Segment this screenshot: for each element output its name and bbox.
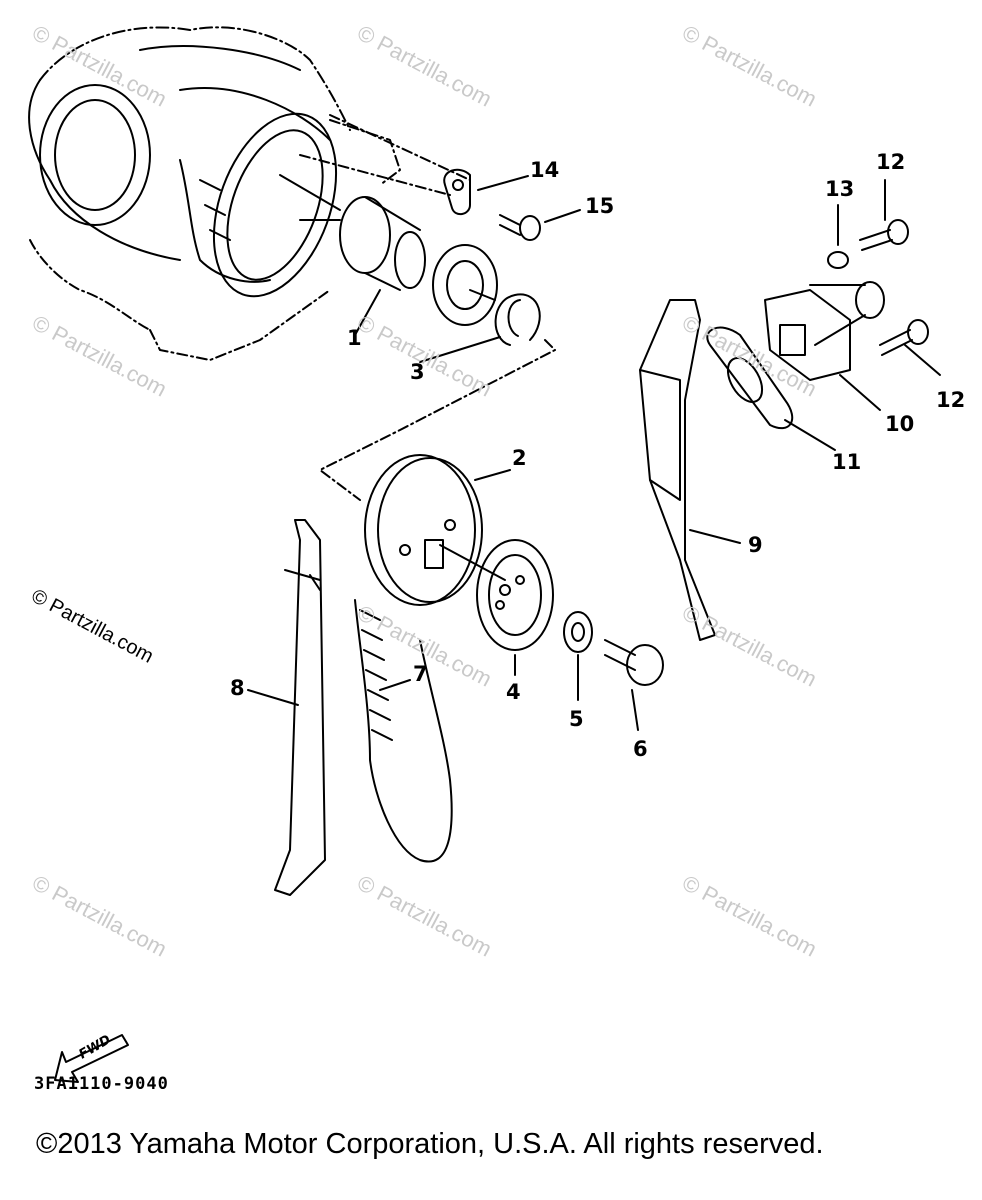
callout-8: 8 bbox=[230, 676, 245, 700]
plate bbox=[443, 168, 471, 216]
callout-15: 15 bbox=[585, 194, 615, 218]
sprocket-plate bbox=[476, 539, 554, 651]
fwd-arrow bbox=[54, 1034, 129, 1083]
chain-guide-8 bbox=[274, 519, 326, 896]
copyright-notice: ©2013 Yamaha Motor Corporation, U.S.A. A… bbox=[36, 1128, 824, 1160]
callout-4: 4 bbox=[506, 680, 521, 704]
callout-1: 1 bbox=[347, 326, 362, 350]
callout-12-top: 12 bbox=[876, 150, 906, 174]
diagram-code: 3FA1110-9040 bbox=[34, 1074, 169, 1094]
callout-13: 13 bbox=[825, 177, 855, 201]
callout-11: 11 bbox=[832, 450, 862, 474]
chain-guide-9 bbox=[639, 299, 716, 641]
bolt-12-top bbox=[859, 229, 893, 251]
camshaft bbox=[279, 174, 498, 326]
cylinder-head bbox=[28, 26, 401, 361]
cam-chain bbox=[354, 599, 453, 863]
bolt-15 bbox=[499, 214, 521, 236]
bolt-12-bottom bbox=[879, 329, 913, 356]
washer bbox=[563, 611, 593, 653]
callout-14: 14 bbox=[530, 158, 560, 182]
tensioner bbox=[764, 281, 885, 381]
washer-13 bbox=[827, 251, 849, 269]
gasket bbox=[706, 326, 794, 430]
cam-sprocket bbox=[364, 454, 483, 606]
circlip bbox=[494, 293, 541, 346]
callout-9: 9 bbox=[748, 533, 763, 557]
callout-2: 2 bbox=[512, 446, 527, 470]
callout-6: 6 bbox=[633, 737, 648, 761]
callout-5: 5 bbox=[569, 707, 584, 731]
callout-7: 7 bbox=[413, 662, 428, 686]
callout-3: 3 bbox=[410, 360, 425, 384]
callout-10: 10 bbox=[885, 412, 915, 436]
callout-12-bottom: 12 bbox=[936, 388, 966, 412]
